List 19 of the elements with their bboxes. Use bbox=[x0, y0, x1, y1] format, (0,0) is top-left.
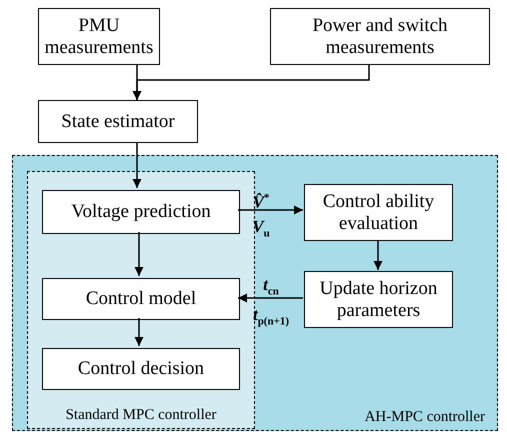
arrow bbox=[374, 240, 382, 270]
process-box: Power and switch measurements bbox=[270, 8, 490, 65]
dashed-group-region bbox=[12, 155, 498, 431]
process-box: Update horizon parameters bbox=[304, 271, 453, 328]
arrow bbox=[134, 318, 144, 346]
arrow bbox=[238, 294, 303, 302]
arrow bbox=[132, 143, 142, 188]
group-title: AH-MPC controller bbox=[364, 409, 485, 426]
arrow bbox=[134, 232, 144, 276]
arrow bbox=[132, 65, 370, 100]
dashed-group-region bbox=[27, 171, 255, 429]
process-box: Control decision bbox=[42, 348, 240, 390]
process-box: Control model bbox=[42, 278, 240, 320]
process-box: Voltage prediction bbox=[42, 190, 240, 234]
arrow bbox=[238, 206, 303, 214]
process-box: PMU measurements bbox=[38, 8, 160, 65]
process-box: Control ability evaluation bbox=[304, 184, 453, 241]
process-box: State estimator bbox=[38, 100, 198, 143]
group-title: Standard MPC controller bbox=[64, 407, 218, 424]
